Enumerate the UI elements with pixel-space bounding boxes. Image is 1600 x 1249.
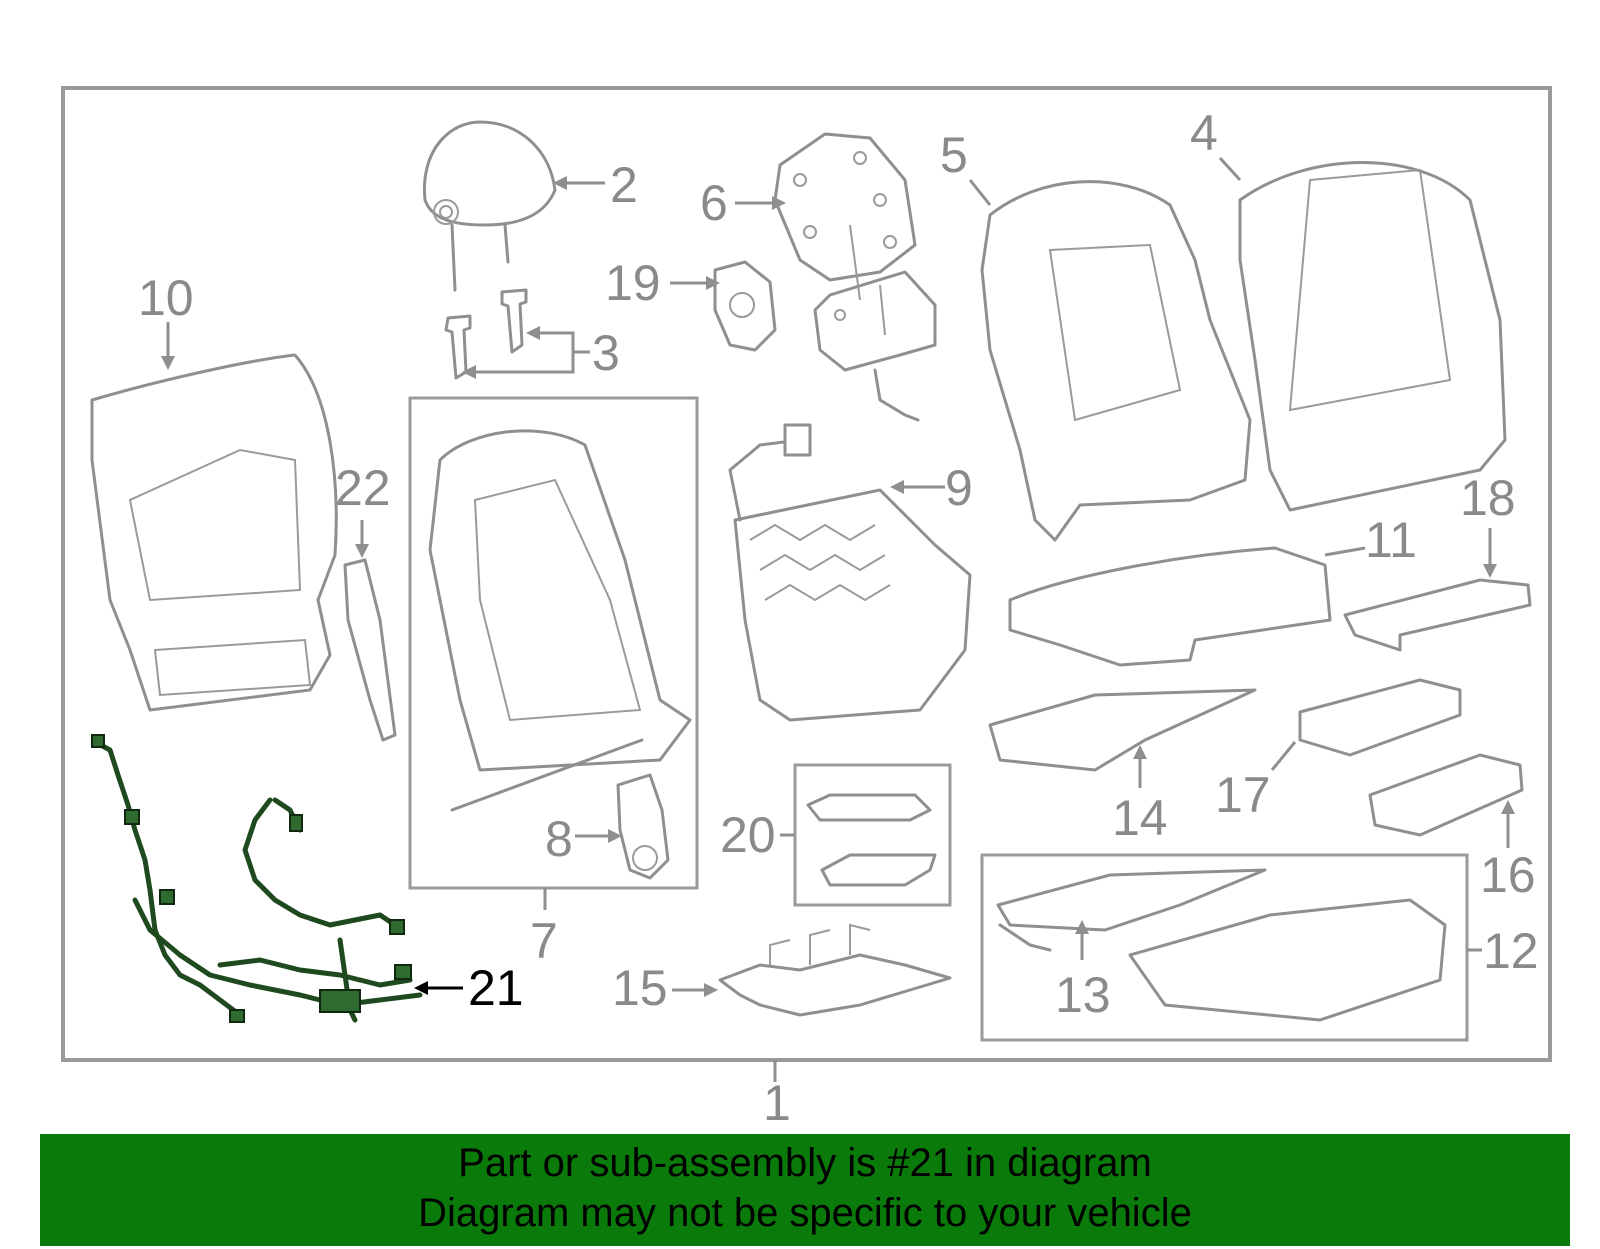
- callout-20: 20: [720, 807, 776, 863]
- part-4-back-cover: [1218, 156, 1507, 512]
- callout-15: 15: [612, 960, 668, 1016]
- part-12-box: [980, 853, 1482, 1042]
- part-21-wire-harness: [91, 734, 463, 1023]
- part-11-seat-cushion: [1008, 546, 1366, 667]
- callout-5: 5: [940, 127, 968, 183]
- callout-21: 21: [468, 960, 524, 1016]
- assembly-frame: [61, 86, 1552, 1062]
- callout-16: 16: [1480, 847, 1536, 903]
- part-16-trim: [1368, 753, 1524, 848]
- callout-19: 19: [605, 255, 661, 311]
- part-3-headrest-guides: [444, 288, 590, 380]
- info-banner: Part or sub-assembly is #21 in diagram D…: [40, 1134, 1570, 1246]
- callout-9: 9: [945, 460, 973, 516]
- part-6-back-pad: [735, 132, 937, 422]
- callout-6: 6: [700, 175, 728, 231]
- callout-17: 17: [1215, 767, 1271, 823]
- banner-line-1: Part or sub-assembly is #21 in diagram: [458, 1141, 1152, 1185]
- part-9-spring-frame: [728, 423, 972, 722]
- callout-12: 12: [1483, 923, 1539, 979]
- part-2-headrest: [422, 120, 605, 292]
- callout-4: 4: [1190, 105, 1218, 161]
- part-8-motor: [575, 773, 670, 880]
- part-19-module: [670, 260, 777, 352]
- callout-18: 18: [1460, 470, 1516, 526]
- callout-7: 7: [530, 913, 558, 969]
- part-10-back-panel: [90, 322, 338, 712]
- part-15-harness: [672, 923, 952, 1017]
- callout-13: 13: [1055, 967, 1111, 1023]
- part-20-box: [780, 763, 952, 907]
- part-7-frame-box: [408, 396, 699, 910]
- part-22-trim-strip: [343, 520, 397, 742]
- callout-10: 10: [138, 270, 194, 326]
- part-18-bracket: [1343, 528, 1532, 652]
- callout-3: 3: [592, 325, 620, 381]
- callout-11: 11: [1365, 512, 1417, 568]
- callout-22: 22: [335, 460, 391, 516]
- callout-14: 14: [1112, 790, 1168, 846]
- banner-line-2: Diagram may not be specific to your vehi…: [418, 1191, 1192, 1235]
- part-17-trim: [1270, 678, 1462, 771]
- callout-2: 2: [610, 157, 638, 213]
- callout-8: 8: [545, 811, 573, 867]
- callout-1: 1: [763, 1075, 791, 1131]
- part-5-back-cushion: [968, 179, 1252, 542]
